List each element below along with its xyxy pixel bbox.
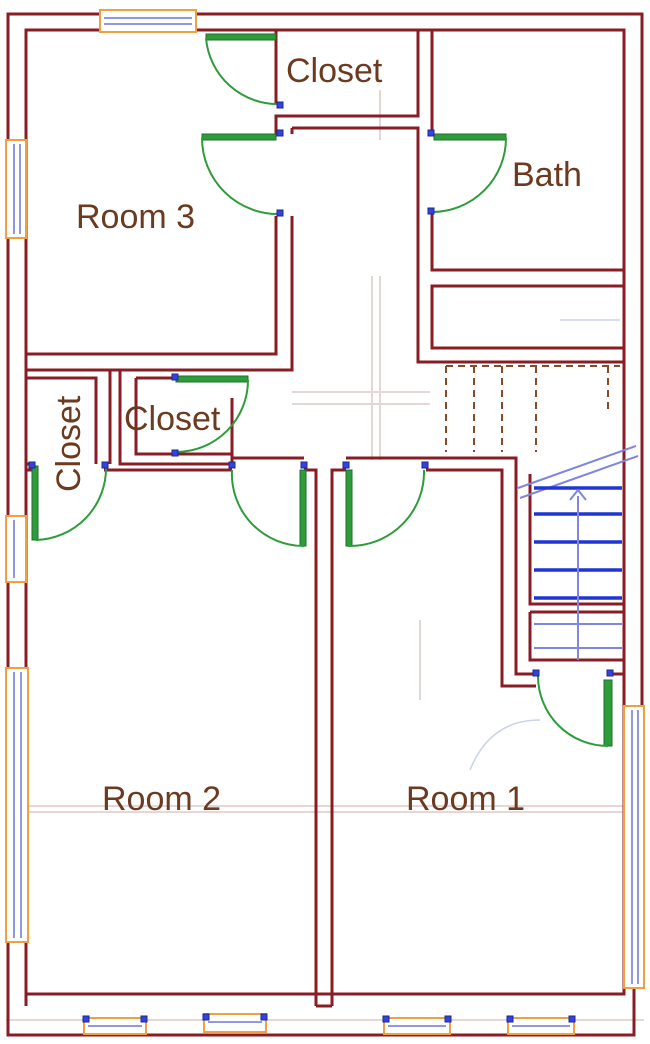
rooms-top-wall: [26, 456, 536, 1006]
hall-wall-left: [26, 216, 294, 372]
label-room2: Room 2: [102, 780, 221, 818]
closet-top-bottom: [290, 126, 420, 134]
windows: [5, 9, 645, 1035]
bottom-wall: [24, 994, 332, 1008]
room-labels: Closet Bath Room 3 Closet Closet Room 2 …: [50, 52, 582, 818]
room1-right-wall: [500, 672, 624, 688]
door-jambs: [28, 101, 614, 1023]
window-left-upper: [5, 139, 27, 239]
window-right-room1: [623, 705, 645, 989]
label-closet-left: Closet: [50, 395, 88, 492]
door-bath[interactable]: [431, 133, 507, 213]
label-closet-mid: Closet: [124, 400, 221, 438]
label-room3: Room 3: [76, 198, 195, 236]
window-bottom-1: [83, 1017, 147, 1035]
closet-left-inner: [26, 376, 98, 464]
door-room1[interactable]: [345, 469, 426, 548]
window-bottom-4: [507, 1017, 575, 1035]
door-room2[interactable]: [230, 469, 307, 548]
closet-left-wall: [24, 368, 112, 464]
door-room3[interactable]: [201, 133, 281, 216]
window-top: [99, 9, 197, 33]
closet-mid-wall: [118, 368, 232, 466]
stairs: [445, 365, 639, 660]
door-closet-top[interactable]: [205, 33, 281, 106]
label-bath: Bath: [512, 156, 582, 194]
room3-wall: [26, 30, 420, 356]
label-room1: Room 1: [406, 780, 525, 818]
window-left-room2: [5, 667, 29, 943]
doors: [31, 33, 613, 747]
window-bottom-3: [383, 1017, 451, 1035]
linen-closet-wall: [430, 284, 626, 350]
hall-wall-right: [416, 134, 624, 364]
window-bottom-2: [203, 1013, 267, 1033]
window-left-closet: [5, 515, 27, 583]
label-closet-top: Closet: [286, 52, 383, 90]
bath-wall: [430, 30, 624, 272]
door-stairs[interactable]: [537, 675, 613, 747]
